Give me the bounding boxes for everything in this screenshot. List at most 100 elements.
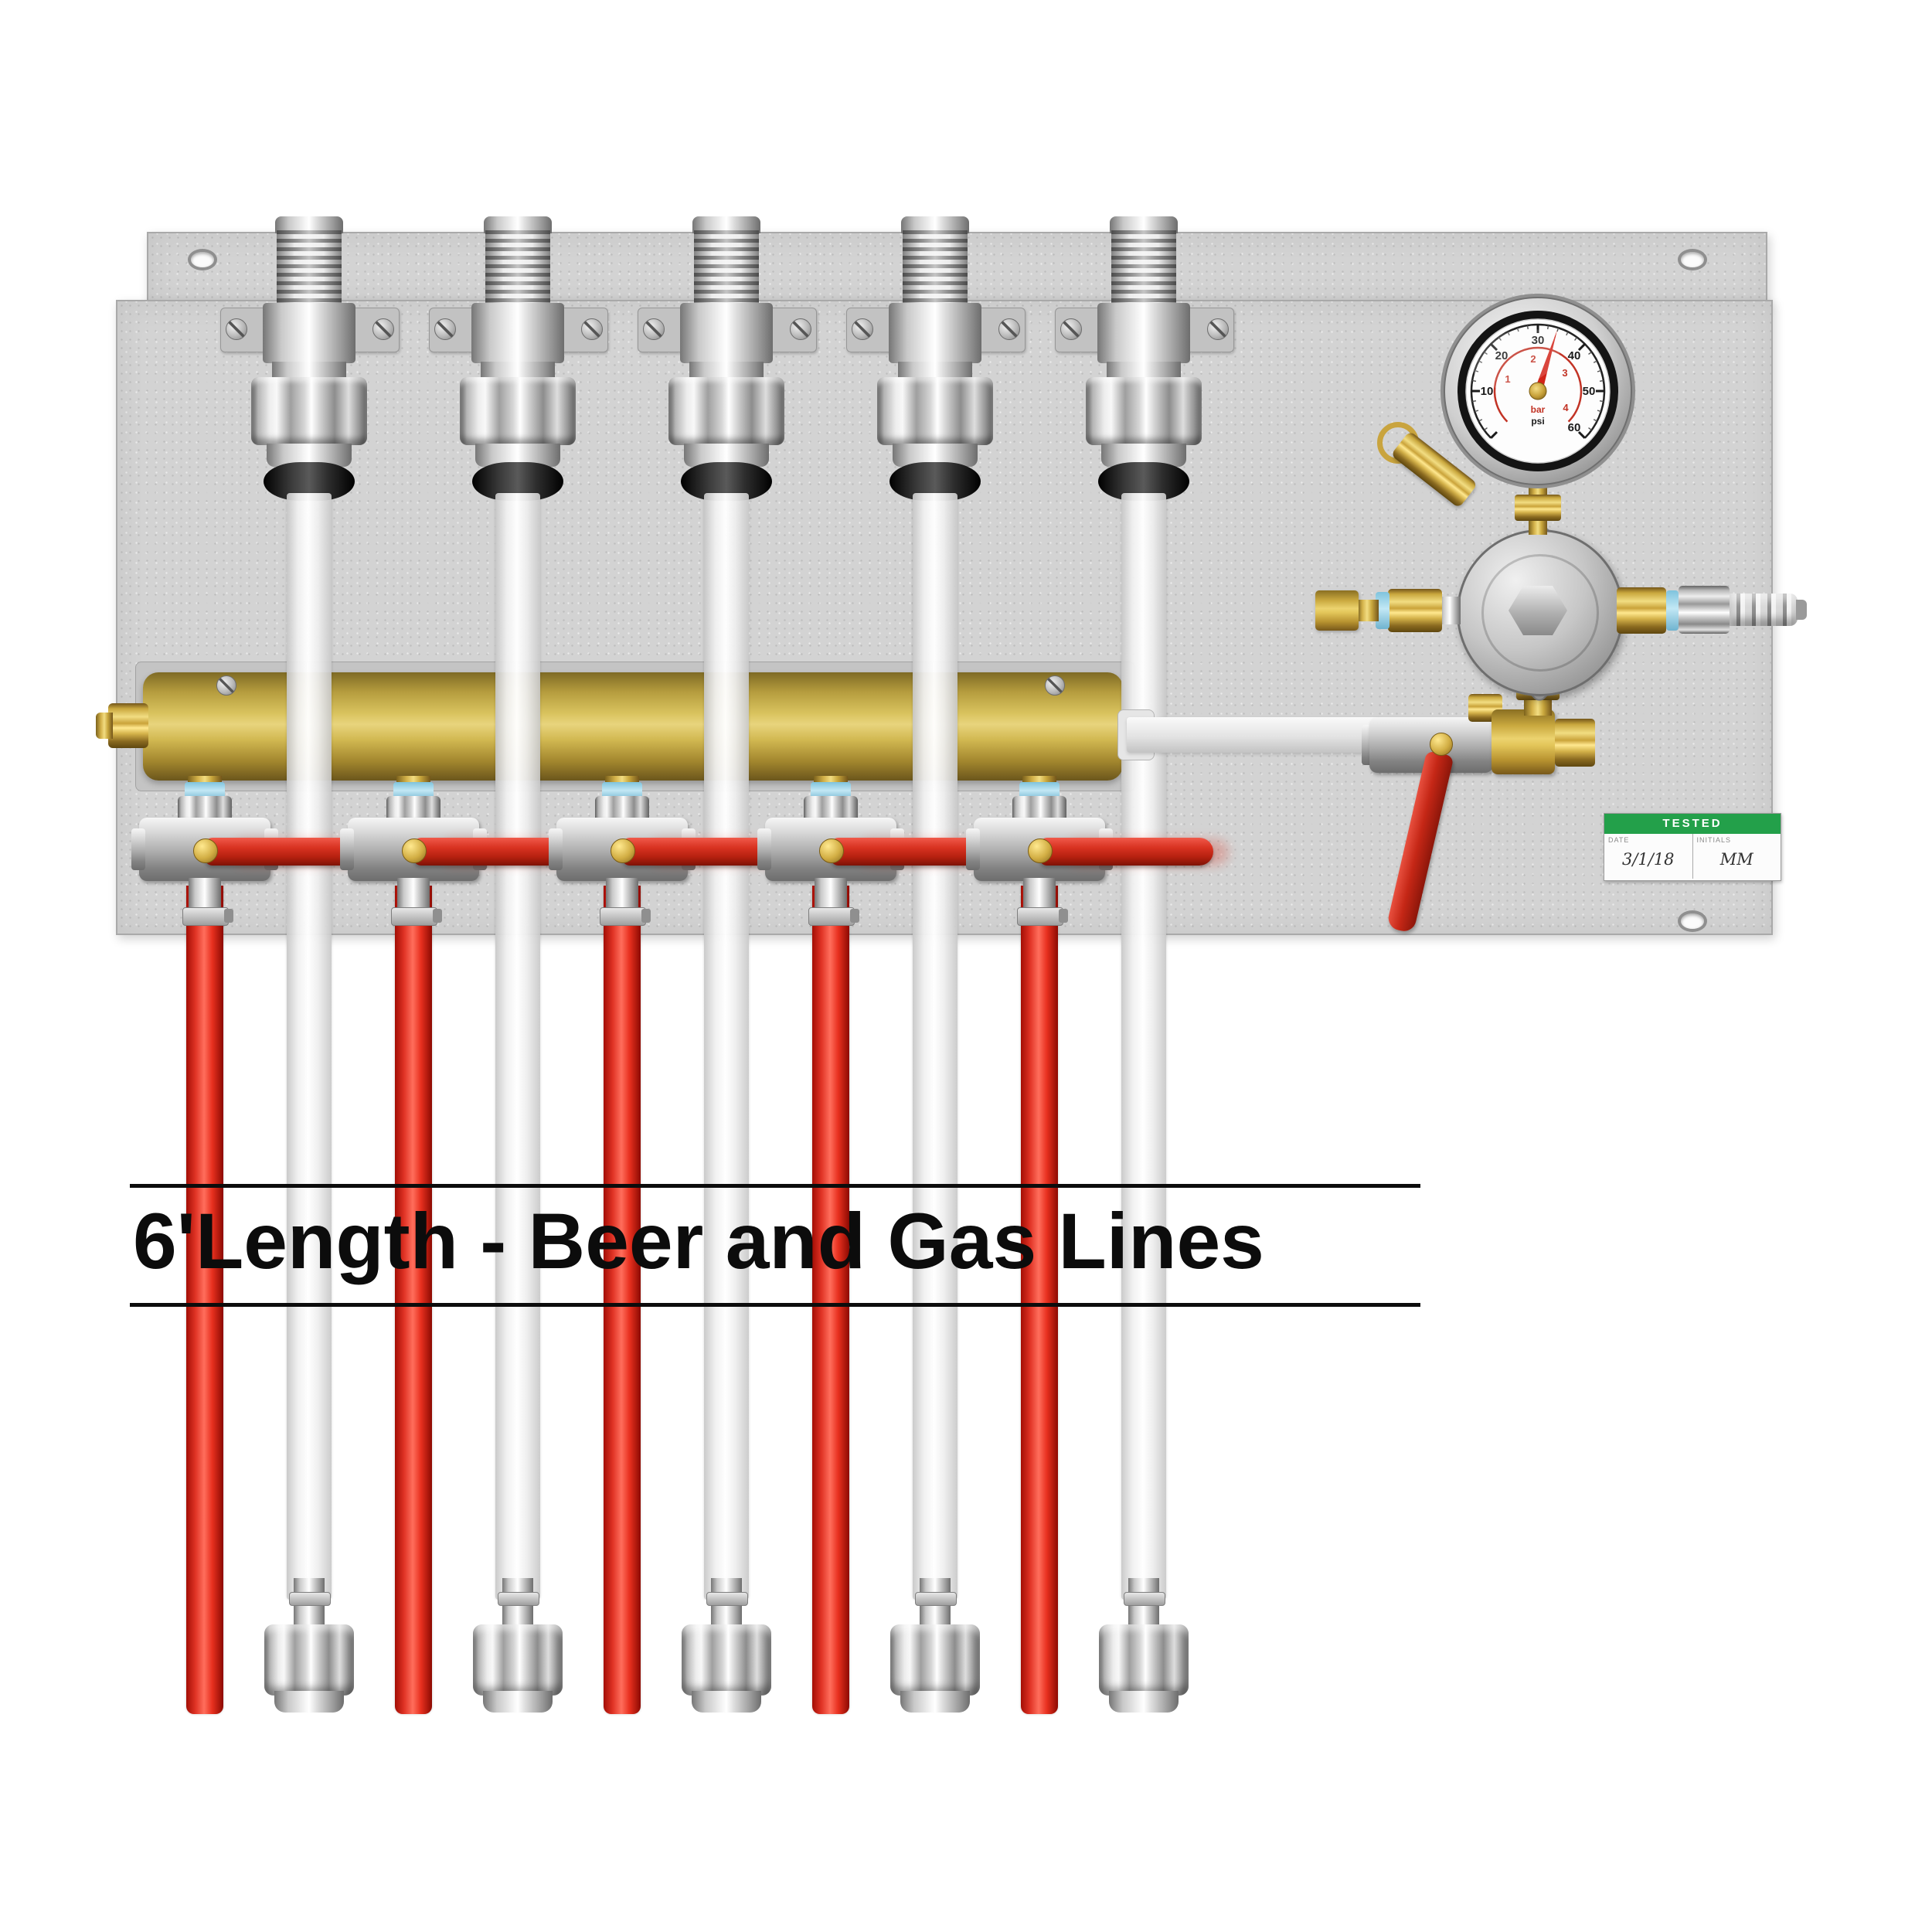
bracket-screw bbox=[998, 318, 1020, 340]
shank-coupler bbox=[1097, 303, 1190, 363]
shank-cap bbox=[484, 216, 552, 233]
valve-pivot-screw bbox=[193, 838, 218, 863]
shank-thread-nipple bbox=[694, 230, 759, 308]
gas-line bbox=[186, 886, 223, 1714]
bracket-screw bbox=[372, 318, 394, 340]
gauge-unit-psi: psi bbox=[1531, 416, 1544, 427]
manifold-screw bbox=[216, 675, 236, 696]
pressure-gauge: 10 20 30 40 50 60 1 2 3 4 bar psi bbox=[1440, 294, 1635, 488]
outlet-barb-tip bbox=[1796, 600, 1807, 620]
beer-shank-station bbox=[618, 216, 835, 1731]
bracket-screw bbox=[643, 318, 665, 340]
gauge-hub bbox=[1529, 382, 1547, 400]
banner-caption: 6'Length - Beer and Gas Lines bbox=[133, 1197, 1264, 1285]
tested-date-label: DATE bbox=[1608, 836, 1630, 844]
shank-thread-nipple bbox=[277, 230, 342, 308]
shutoff-valve-right-hex bbox=[1555, 719, 1595, 767]
outlet-hex-fitting bbox=[1679, 586, 1730, 634]
beer-nut bbox=[251, 377, 367, 445]
gauge-ticks bbox=[1471, 325, 1604, 439]
gauge-psi-tick: 50 bbox=[1583, 385, 1596, 398]
hose-clamp bbox=[808, 907, 855, 926]
mounting-hole bbox=[188, 249, 217, 270]
regulator-right-fitting bbox=[1617, 587, 1666, 634]
regulator-left-stem bbox=[1355, 600, 1379, 621]
beer-line-fitting-nut bbox=[473, 1624, 563, 1696]
gauge-psi-tick: 10 bbox=[1481, 385, 1494, 398]
beer-line-fitting-band bbox=[289, 1592, 331, 1606]
hose-clamp bbox=[600, 907, 646, 926]
hose-clamp bbox=[391, 907, 437, 926]
tested-initials-cell: INITIALS MM bbox=[1692, 834, 1781, 879]
beer-line bbox=[287, 493, 332, 1600]
tested-initials-value: MM bbox=[1719, 850, 1753, 869]
valve-body-hex-left bbox=[757, 828, 771, 870]
beer-nut bbox=[460, 377, 576, 445]
gauge-psi-tick: 20 bbox=[1495, 349, 1509, 362]
banner-top-rule bbox=[130, 1184, 1420, 1188]
shank-thread-nipple bbox=[1111, 230, 1176, 308]
beer-nut bbox=[1086, 377, 1202, 445]
valve-body-hex-left bbox=[966, 828, 980, 870]
beer-line-fitting-tail bbox=[1109, 1691, 1179, 1713]
beer-line-fitting-nut bbox=[890, 1624, 980, 1696]
bracket-screw bbox=[1207, 318, 1229, 340]
beer-line bbox=[495, 493, 540, 1600]
gas-line bbox=[1021, 886, 1058, 1714]
mounting-hole bbox=[1678, 249, 1707, 270]
beer-line-fitting-tail bbox=[900, 1691, 970, 1713]
gauge-needle bbox=[1533, 330, 1557, 395]
beer-shank-station bbox=[410, 216, 626, 1731]
beer-line-fitting-nut bbox=[1099, 1624, 1189, 1696]
gas-line bbox=[812, 886, 849, 1714]
beer-line-fitting-band bbox=[915, 1592, 957, 1606]
gauge-bar-tick: 4 bbox=[1563, 402, 1569, 413]
beer-line-fitting-nut bbox=[264, 1624, 354, 1696]
hose-clamp-screw bbox=[1059, 909, 1068, 923]
beer-shank-station bbox=[827, 216, 1043, 1731]
valve-body-hex-left bbox=[549, 828, 563, 870]
shank-coupler bbox=[263, 303, 355, 363]
hose-clamp bbox=[1017, 907, 1063, 926]
regulator-left-plug bbox=[1315, 590, 1359, 631]
gas-valve-assembly bbox=[966, 776, 1229, 1730]
beer-line-fitting-tail bbox=[483, 1691, 553, 1713]
shank-cap bbox=[901, 216, 969, 233]
bracket-screw bbox=[1060, 318, 1082, 340]
shutoff-valve-pivot bbox=[1430, 733, 1453, 756]
shank-coupler bbox=[680, 303, 773, 363]
valve-body-hex-left bbox=[131, 828, 145, 870]
gas-line bbox=[604, 886, 641, 1714]
shank-thread-nipple bbox=[903, 230, 968, 308]
hose-clamp bbox=[182, 907, 229, 926]
beer-line-fitting-nut bbox=[682, 1624, 771, 1696]
beer-nut bbox=[668, 377, 784, 445]
hose-clamp-screw bbox=[224, 909, 233, 923]
bracket-screw bbox=[852, 318, 873, 340]
gauge-stem-nut bbox=[1515, 495, 1561, 521]
hose-clamp-screw bbox=[433, 909, 442, 923]
mounting-hole bbox=[1678, 910, 1707, 932]
shank-coupler bbox=[889, 303, 981, 363]
gas-valve-assembly bbox=[340, 776, 603, 1730]
beer-shank-station bbox=[1036, 216, 1252, 1731]
regulator-bonnet-ring bbox=[1481, 554, 1599, 672]
tested-initials-label: INITIALS bbox=[1696, 836, 1732, 844]
manifold-end-cap bbox=[108, 703, 148, 748]
beer-line-fitting-band bbox=[706, 1592, 748, 1606]
beer-line bbox=[913, 493, 957, 1600]
shank-cap bbox=[275, 216, 343, 233]
gauge-bar-tick: 2 bbox=[1530, 353, 1536, 365]
tested-date-cell: DATE 3/1/18 bbox=[1604, 834, 1692, 879]
valve-handle bbox=[1039, 838, 1213, 866]
bracket-screw bbox=[790, 318, 811, 340]
shutoff-valve-elbow bbox=[1492, 709, 1555, 774]
tested-label: TESTED DATE 3/1/18 INITIALS MM bbox=[1604, 813, 1781, 881]
regulator-left-fitting bbox=[1388, 589, 1442, 632]
gauge-psi-tick: 40 bbox=[1568, 349, 1581, 362]
gas-valve-assembly bbox=[131, 776, 394, 1730]
valve-pivot-screw bbox=[819, 838, 844, 863]
beer-nut bbox=[877, 377, 993, 445]
